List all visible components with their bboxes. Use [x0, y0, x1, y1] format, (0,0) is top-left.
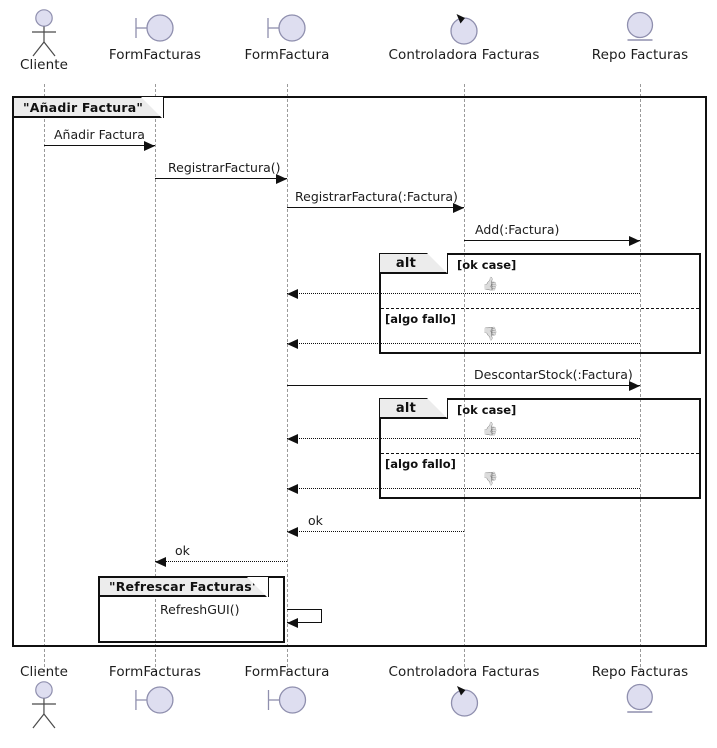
control-icon	[388, 680, 539, 720]
msg-add-ok-return-arrowhead	[287, 289, 298, 299]
corner-notch-icon	[247, 577, 268, 598]
msg-descontar-stock-label: DescontarStock(:Factura)	[474, 367, 633, 382]
msg-add-label: Add(:Factura)	[475, 222, 560, 237]
alt-operator-label: alt	[395, 400, 417, 416]
participant-cliente[interactable]: Cliente	[0, 8, 144, 73]
boundary-icon	[187, 8, 387, 48]
alt-descontar-stock-divider	[381, 453, 699, 454]
msg-ok-to-formfactura-line	[287, 531, 464, 532]
msg-add-fail-return-label: 👎	[482, 327, 499, 342]
lifeline-controladora-facturas	[464, 84, 465, 672]
msg-descontar-stock-arrowhead	[629, 381, 640, 391]
msg-ok-to-formfactura-label: ok	[308, 513, 323, 528]
alt-descontar-stock-operator-tab: alt	[380, 398, 448, 419]
lifeline-formfacturas	[155, 84, 156, 672]
alt-add-guard: [ok case]	[457, 258, 517, 272]
frame-anadir-factura-label-tab: "Añadir Factura"	[12, 96, 164, 119]
alt-add-operator-tab: alt	[380, 253, 448, 274]
participant-label: FormFactura	[244, 664, 330, 680]
msg-anadir-factura-label: Añadir Factura	[54, 127, 145, 142]
lifeline-repo-facturas	[640, 84, 641, 672]
alt-add-divider	[381, 308, 699, 309]
participant-label: Repo Facturas	[591, 47, 689, 63]
participant-label: Cliente	[19, 664, 69, 680]
alt-add	[379, 253, 701, 354]
msg-ok-to-formfacturas-line	[155, 561, 287, 562]
msg-stock-fail-return-line	[287, 488, 640, 489]
msg-stock-fail-return-label: 👎	[482, 472, 499, 487]
msg-add-arrowhead	[629, 236, 640, 246]
msg-registrar-factura-arrowhead	[276, 174, 287, 184]
msg-registrar-factura-param-line	[287, 207, 464, 208]
boundary-icon	[244, 680, 329, 720]
participant-footer-formfactura[interactable]: FormFactura	[244, 665, 329, 720]
fragment-label: "Añadir Factura"	[23, 99, 144, 115]
msg-ok-to-formfacturas-arrowhead	[155, 557, 166, 567]
frame-anadir-factura	[12, 96, 707, 647]
actor-icon	[0, 8, 144, 58]
corner-notch-icon	[141, 97, 163, 119]
boundary-icon	[55, 8, 255, 48]
msg-stock-ok-return-label: 👍	[482, 422, 499, 437]
participant-label: Repo Facturas	[591, 664, 689, 680]
participant-footer-controladora-facturas[interactable]: Controladora Facturas	[388, 665, 539, 720]
msg-refresh-gui-loop	[287, 609, 322, 623]
alt-descontar-stock-guard: [algo fallo]	[385, 457, 456, 471]
participant-formfacturas[interactable]: FormFacturas	[55, 8, 255, 63]
participant-label: FormFactura	[244, 47, 330, 63]
participant-footer-repo-facturas[interactable]: Repo Facturas	[592, 665, 688, 720]
msg-stock-ok-return-arrowhead	[287, 434, 298, 444]
alt-operator-label: alt	[395, 255, 417, 271]
entity-icon	[540, 8, 717, 48]
msg-refresh-gui-label: RefreshGUI()	[160, 602, 240, 617]
alt-descontar-stock	[379, 398, 701, 499]
msg-anadir-factura-line	[44, 145, 155, 146]
participant-label: Cliente	[19, 57, 69, 73]
msg-ok-to-formfactura-arrowhead	[287, 527, 298, 537]
msg-registrar-factura-param-label: RegistrarFactura(:Factura)	[295, 189, 458, 204]
msg-add-ok-return-line	[287, 293, 640, 294]
frame-refrescar-facturas-label-tab: "Refrescar Facturas"	[98, 576, 269, 598]
entity-icon	[592, 680, 688, 720]
corner-notch-icon	[427, 398, 447, 418]
msg-stock-fail-return-arrowhead	[287, 484, 298, 494]
msg-ok-to-formfacturas-label: ok	[175, 543, 190, 558]
alt-descontar-stock-guard: [ok case]	[457, 403, 517, 417]
msg-descontar-stock-line	[287, 385, 640, 386]
participant-label: Controladora Facturas	[388, 664, 540, 680]
msg-refresh-gui-arrowhead	[287, 618, 298, 628]
participant-label: FormFacturas	[108, 47, 202, 63]
msg-registrar-factura-line	[155, 178, 287, 179]
msg-add-ok-return-label: 👍	[482, 277, 499, 292]
control-icon	[364, 8, 564, 48]
lifeline-formfactura	[287, 84, 288, 672]
actor-icon	[20, 680, 68, 730]
msg-registrar-factura-label: RegistrarFactura()	[168, 160, 281, 175]
msg-registrar-factura-param-arrowhead	[453, 203, 464, 213]
participant-label: Controladora Facturas	[388, 47, 540, 63]
boundary-icon	[109, 680, 201, 720]
msg-add-fail-return-line	[287, 343, 640, 344]
msg-add-fail-return-arrowhead	[287, 339, 298, 349]
alt-add-guard: [algo fallo]	[385, 312, 456, 326]
msg-add-line	[464, 240, 640, 241]
msg-stock-ok-return-line	[287, 438, 640, 439]
corner-notch-icon	[427, 253, 447, 273]
lifeline-cliente	[44, 84, 45, 672]
participant-footer-formfacturas[interactable]: FormFacturas	[109, 665, 201, 720]
participant-formfactura[interactable]: FormFactura	[187, 8, 387, 63]
participant-repo-facturas[interactable]: Repo Facturas	[540, 8, 717, 63]
fragment-label: "Refrescar Facturas"	[109, 579, 259, 594]
msg-anadir-factura-arrowhead	[144, 141, 155, 151]
participant-controladora-facturas[interactable]: Controladora Facturas	[364, 8, 564, 63]
participant-footer-cliente[interactable]: Cliente	[20, 665, 68, 730]
participant-label: FormFacturas	[108, 664, 202, 680]
